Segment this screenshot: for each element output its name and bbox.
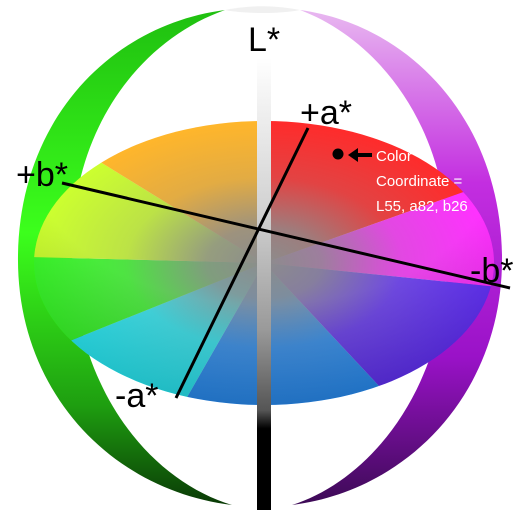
arrow-left-icon [348,148,372,162]
minus-a-axis-label: -a* [115,377,158,415]
ring-top-highlight [225,6,300,13]
b-axis-line [61,181,511,290]
annotation-line-3: L55, a82, b26 [376,198,468,215]
annotation-line-1: Color [376,148,412,165]
a-axis-line [174,127,310,399]
green-ring-crescent [17,10,232,505]
minus-b-axis-label: -b* [470,252,513,290]
sphere-outer-ring [17,6,503,505]
lightness-axis-bar [257,58,271,510]
purple-ring-crescent [292,10,503,505]
annotation-line-2: Coordinate = [376,173,463,190]
plus-b-axis-label: +b* [16,156,68,194]
plus-a-axis-label: +a* [300,94,352,132]
lightness-axis-label: L* [248,21,280,59]
color-coordinate-point [332,148,344,160]
